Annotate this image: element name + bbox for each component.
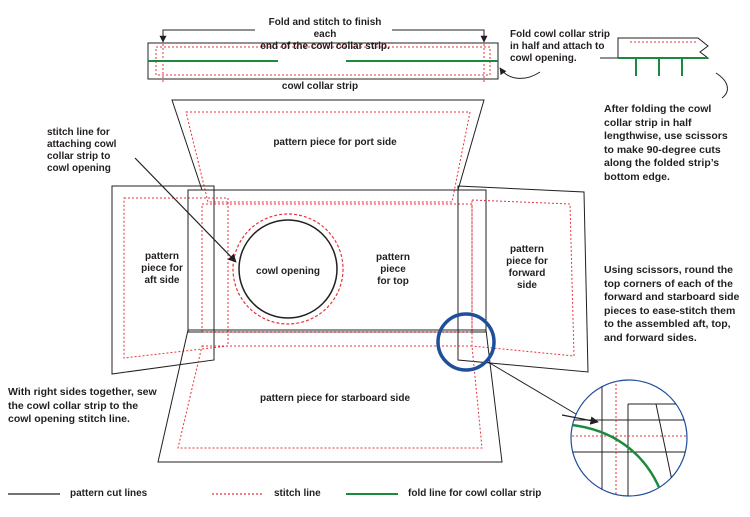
label-port-side: pattern piece for port side: [273, 137, 397, 148]
magnifier-connector: [487, 361, 587, 421]
fold-in-half-arrow: [499, 67, 541, 79]
fold-stitch-bracket: [159, 29, 488, 43]
note-scissors-round: Using scissors, round the top corners of…: [604, 264, 740, 344]
note-after-folding: After folding the cowl collar strip in h…: [604, 103, 728, 183]
folded-strip-detail: [600, 37, 728, 99]
cowl-collar-strip-piece: [147, 40, 499, 82]
label-aft-side: pattern piece for aft side: [141, 251, 183, 286]
label-fold-in-half-attach: Fold cowl collar strip in half and attac…: [510, 29, 611, 64]
forward-side-piece: [457, 185, 589, 373]
corner-highlight-circle: [436, 312, 496, 372]
legend-label-fold: fold line for cowl collar strip: [408, 488, 542, 499]
stitch-line-arrow: [134, 157, 237, 263]
label-cowl-opening: cowl opening: [256, 266, 320, 277]
label-cowl-collar-strip: cowl collar strip: [281, 81, 359, 92]
legend-label-cut: pattern cut lines: [70, 488, 148, 499]
legend-label-stitch: stitch line: [274, 488, 321, 499]
label-stitch-line-attach: stitch line for attaching cowl collar st…: [47, 127, 117, 174]
label-fold-stitch-finish: Fold and stitch to finish each end of th…: [260, 17, 390, 52]
label-top: pattern piece for top: [376, 252, 410, 287]
label-starboard-side: pattern piece for starboard side: [259, 393, 411, 404]
cowl-opening: [232, 213, 344, 325]
magnified-corner-detail: [561, 379, 688, 497]
starboard-side-piece: [157, 329, 503, 463]
port-side-piece: [171, 99, 485, 203]
label-forward-side: pattern piece for forward side: [506, 244, 548, 291]
note-right-sides: With right sides together, sew the cowl …: [8, 386, 157, 425]
top-piece: [187, 189, 487, 333]
